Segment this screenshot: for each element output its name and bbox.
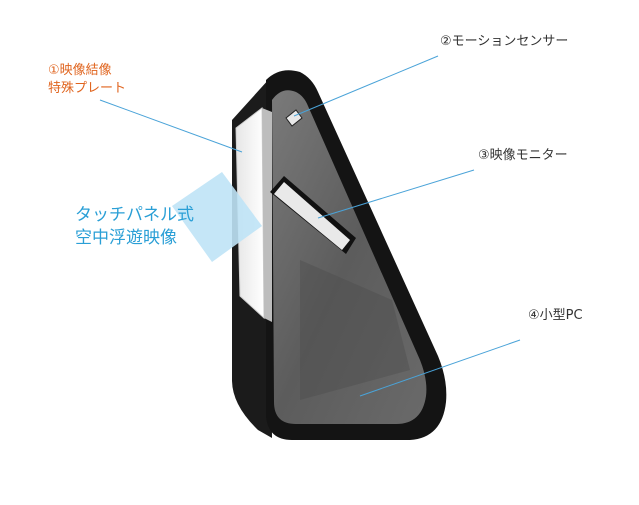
label-motion-sensor: ②モーションセンサー [440, 34, 569, 49]
label-imaging-plate-line1: ①映像結像 [48, 63, 112, 78]
aerial-image [172, 172, 262, 262]
label-imaging-plate: ①映像結像 特殊プレート [48, 62, 126, 98]
glass-shade [300, 260, 410, 400]
glass-front [272, 90, 427, 424]
label-aerial-image: タッチパネル式 空中浮遊映像 [75, 204, 194, 250]
label-video-monitor: ③映像モニター [478, 148, 568, 163]
leader-line-plate [99, 99, 243, 153]
leader-line-monitor [317, 169, 475, 219]
imaging-plate-edge [262, 108, 272, 322]
video-monitor-screen [274, 182, 350, 250]
label-imaging-plate-line2: 特殊プレート [48, 81, 127, 96]
leader-line-sensor [293, 55, 439, 117]
label-small-pc: ④小型PC [528, 308, 583, 323]
leader-line-pc [359, 339, 521, 397]
label-aerial-image-line2: 空中浮遊映像 [75, 228, 177, 248]
label-aerial-image-line1: タッチパネル式 [75, 205, 194, 225]
